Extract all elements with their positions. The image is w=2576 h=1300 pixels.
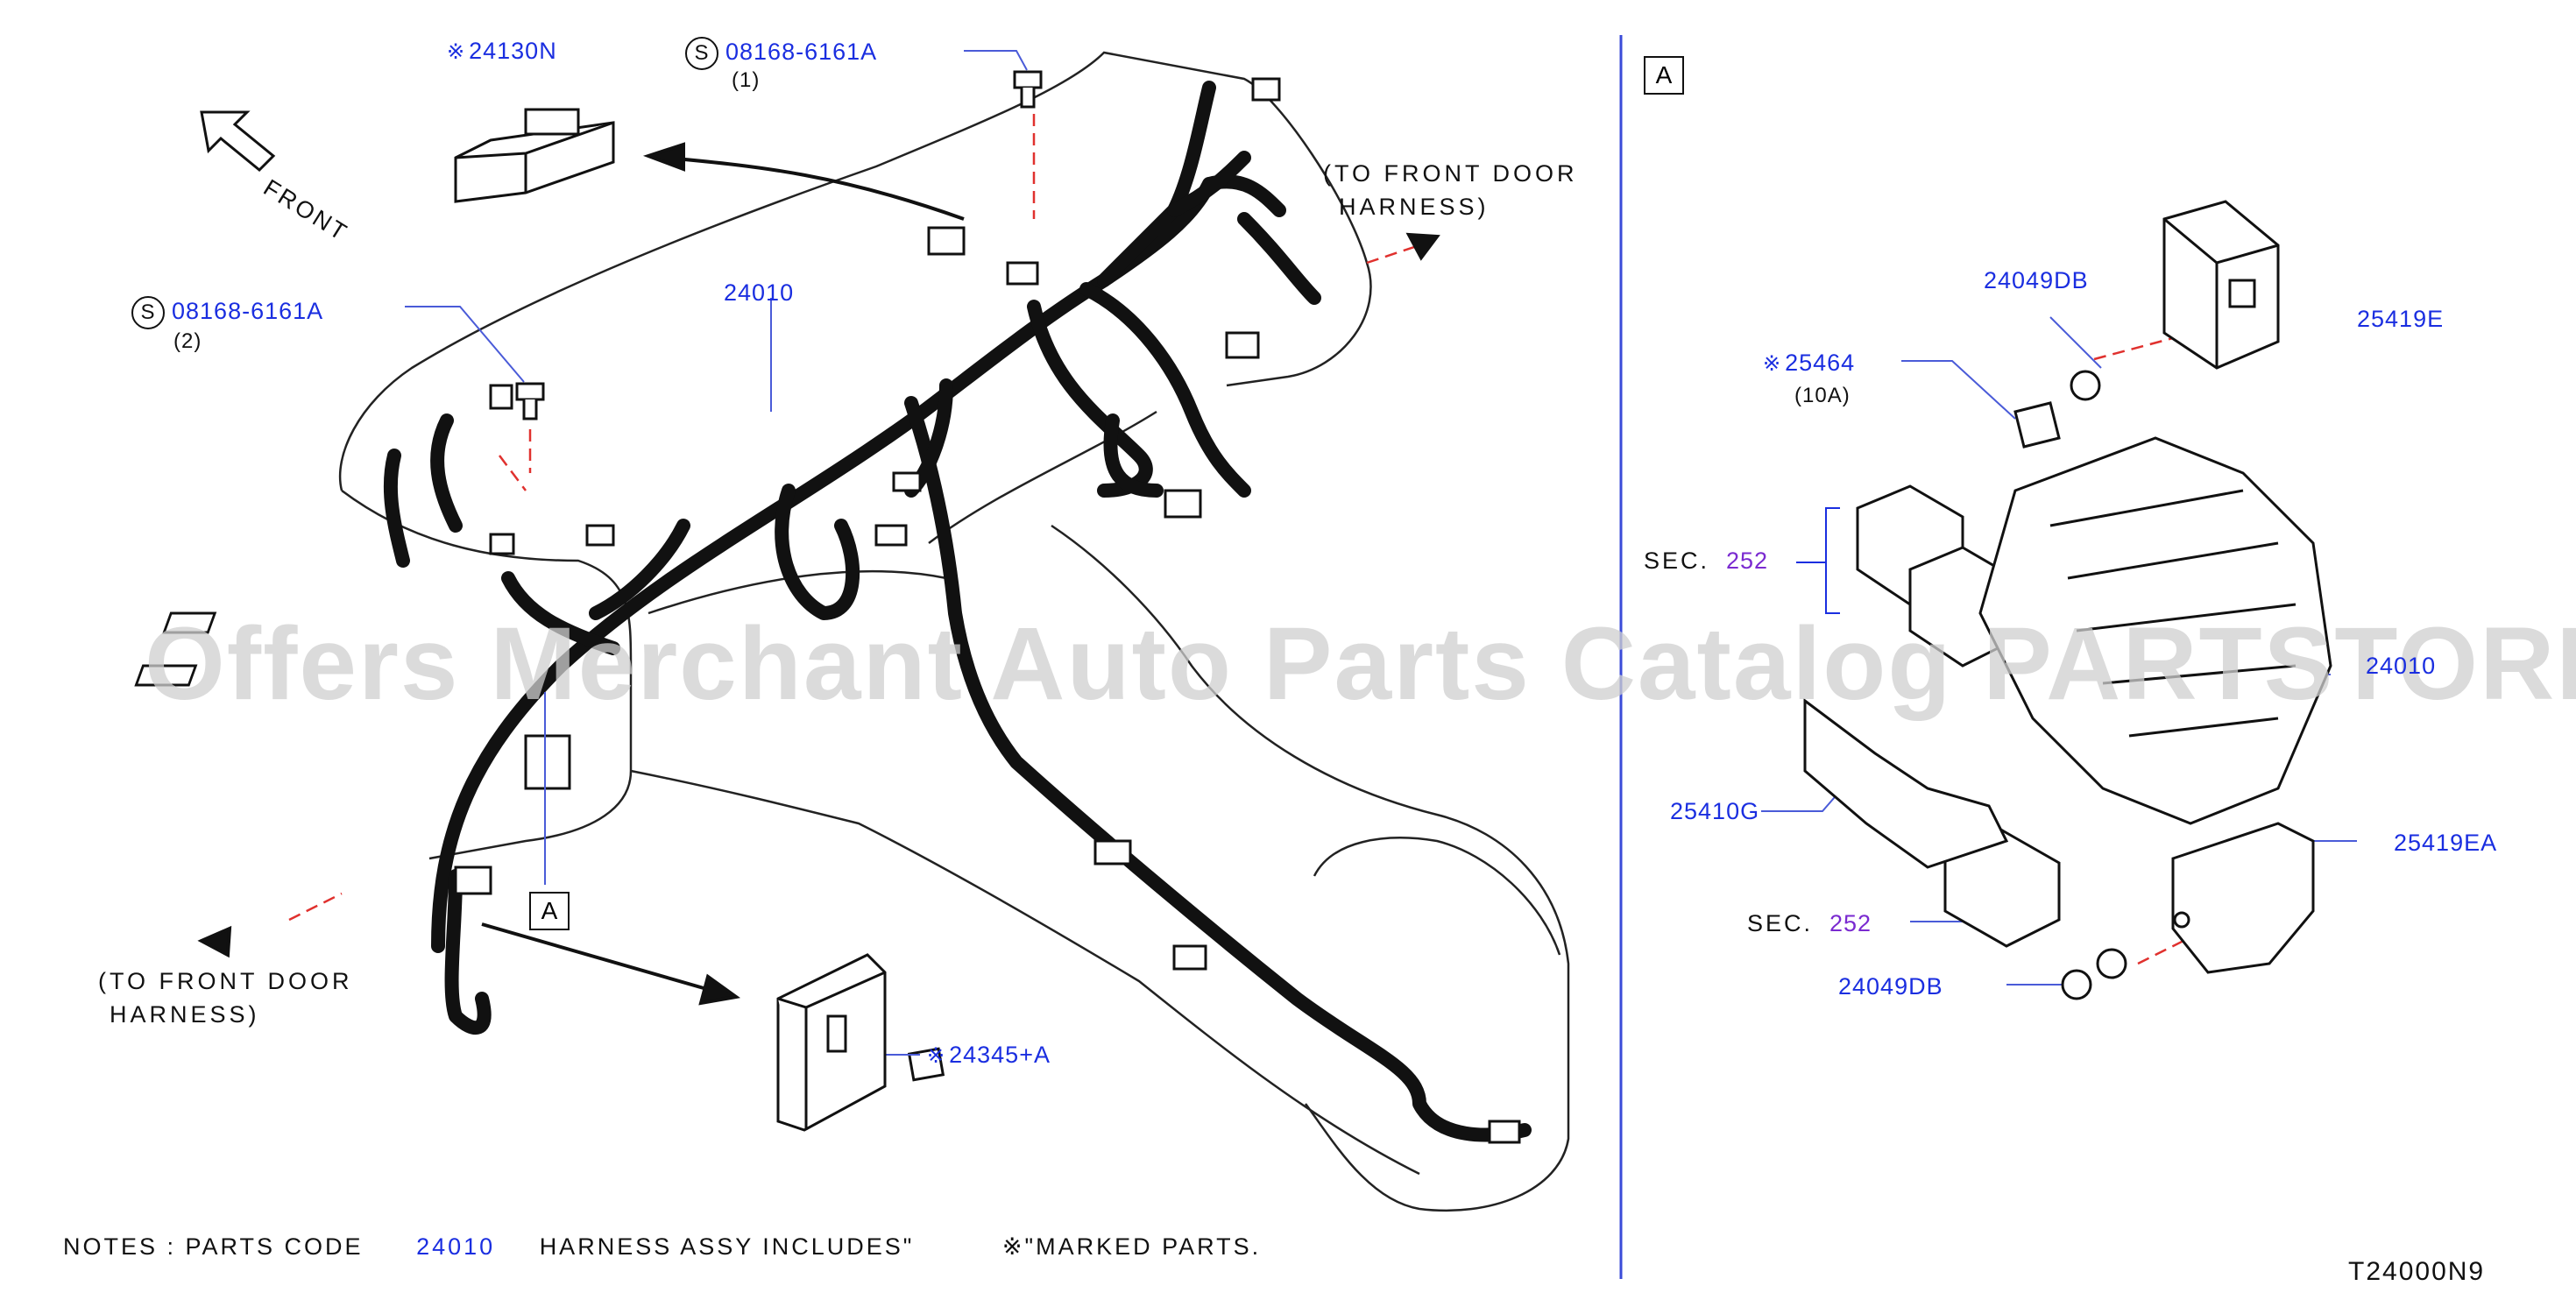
asterisk-mark-icon: ※ bbox=[447, 40, 466, 64]
s-circle-icon: S bbox=[131, 296, 165, 329]
notes-middle: HARNESS ASSY INCLUDES" bbox=[539, 1233, 915, 1260]
diagram-code: T24000N9 bbox=[2348, 1257, 2486, 1286]
view-a-marker-left: A bbox=[529, 892, 570, 930]
asterisk-mark-icon: ※ bbox=[1001, 1233, 1025, 1260]
asterisk-mark-icon: ※ bbox=[927, 1044, 946, 1068]
s-circle-icon: S bbox=[685, 37, 718, 70]
notes-line: NOTES : PARTS CODE 24010 HARNESS ASSY IN… bbox=[63, 1233, 1261, 1261]
view-a-marker-right: A bbox=[1644, 56, 1684, 95]
to-front-door-left-line1: (TO FRONT DOOR bbox=[98, 968, 353, 994]
fuse-rating: (10A) bbox=[1794, 384, 1851, 407]
sec-ref-top[interactable]: 252 bbox=[1726, 548, 1769, 574]
part-label-25464: ※25464 bbox=[1763, 350, 1856, 376]
notes-suffix: "MARKED PARTS. bbox=[1024, 1233, 1262, 1260]
sec-label-top: SEC. bbox=[1644, 548, 1710, 574]
part-label-24010-right: 24010 bbox=[2366, 653, 2437, 679]
to-front-door-right-line1: (TO FRONT DOOR bbox=[1323, 160, 1578, 187]
bolt-qty-1: (1) bbox=[732, 68, 761, 92]
part-label-25410g: 25410G bbox=[1670, 798, 1760, 824]
part-label-24130n: ※24130N bbox=[447, 38, 557, 64]
part-label-24049db-bottom: 24049DB bbox=[1838, 973, 1943, 1000]
sec-ref-bottom[interactable]: 252 bbox=[1829, 910, 1872, 936]
part-label-25419e: 25419E bbox=[2357, 306, 2445, 332]
watermark: Offers Merchant Auto Parts Catalog PARTS… bbox=[145, 606, 2576, 722]
part-label-24049db-top: 24049DB bbox=[1984, 267, 2089, 293]
sec-label-bottom: SEC. bbox=[1747, 910, 1814, 936]
to-front-door-left-line2: HARNESS) bbox=[110, 1001, 260, 1028]
front-arrow-icon bbox=[200, 110, 276, 173]
part-label-25419ea: 25419EA bbox=[2394, 830, 2498, 856]
part-label-24010: 24010 bbox=[724, 279, 795, 306]
bolt-qty-2: (2) bbox=[173, 329, 202, 353]
notes-code: 24010 bbox=[416, 1233, 496, 1260]
notes-prefix: NOTES : PARTS CODE bbox=[63, 1233, 364, 1260]
to-front-door-right-line2: HARNESS) bbox=[1339, 194, 1490, 220]
asterisk-mark-icon: ※ bbox=[1763, 352, 1782, 376]
part-label-24345a: ※24345+A bbox=[927, 1042, 1051, 1068]
